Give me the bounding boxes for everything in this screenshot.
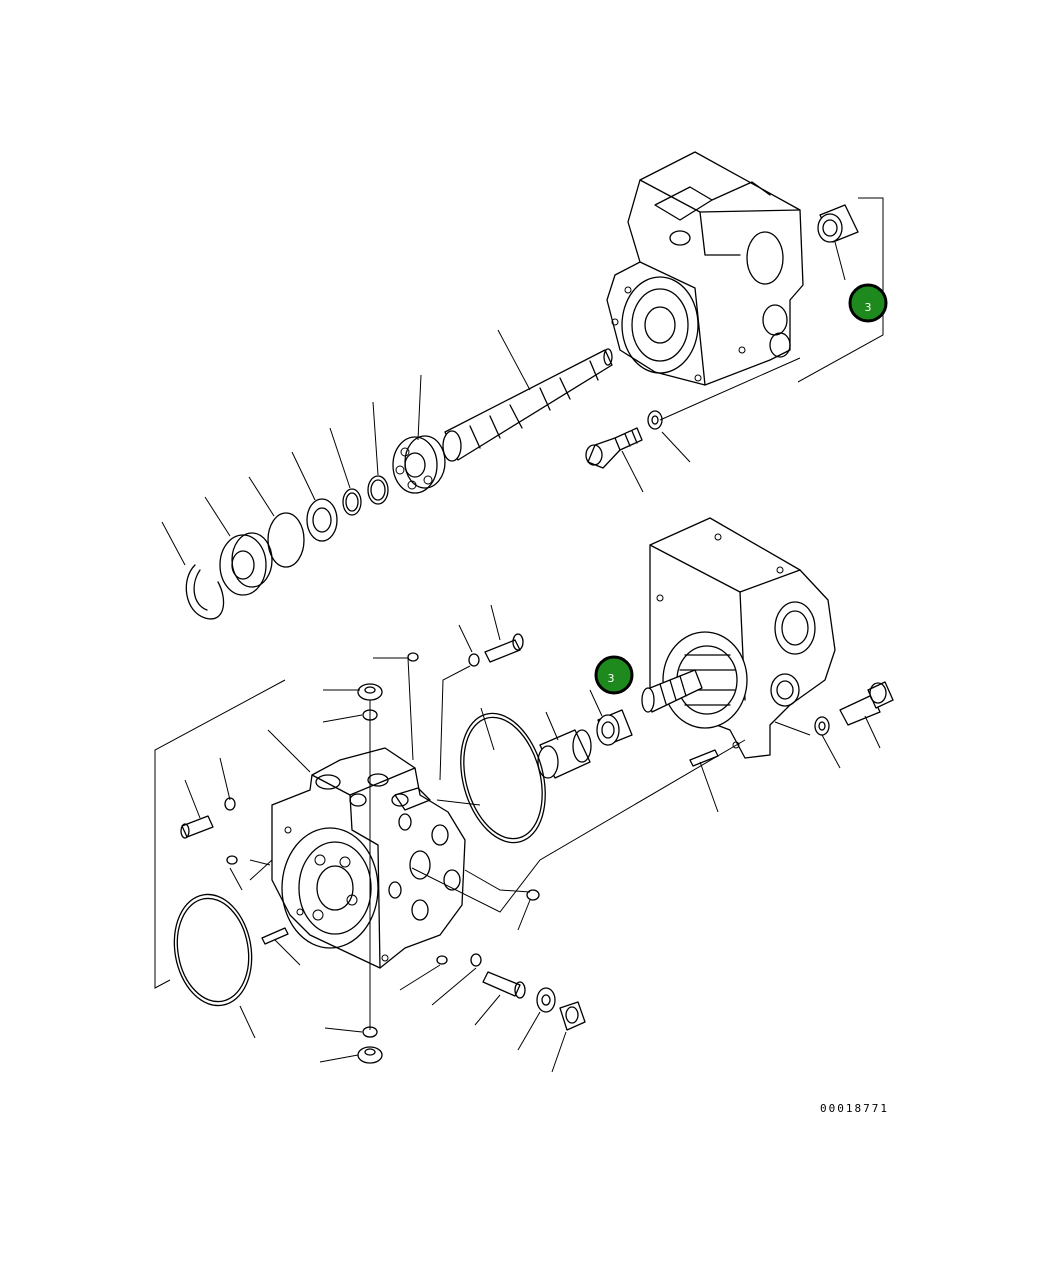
upper-retaining-ring [342,488,362,516]
upper-needle-bearing [817,204,859,243]
drive-shaft [442,348,613,462]
upper-circlip [185,564,225,620]
lower-needle-bearing [596,709,633,746]
lower-left-o-ring [173,893,253,1007]
callout-label: 3 [865,301,872,314]
lower-valve-body [271,747,466,969]
lower-right-washer [814,716,830,736]
roller-bearing [392,435,446,494]
upper-bolt [585,427,643,469]
callout-label: 3 [608,672,615,685]
upper-washer [647,410,663,430]
lower-large-o-ring [460,712,546,844]
lower-right-bolt [839,681,894,726]
upper-o-ring [267,512,305,568]
lower-leader-lines [154,604,881,1073]
lower-sleeve [537,729,592,779]
lower-cylinder-block [641,631,748,729]
lower-pump-housing [649,517,836,759]
figure-number: 00018771 [820,1102,889,1115]
callout-upper-bearing[interactable]: 3 [848,283,888,323]
upper-oil-seal [306,498,338,542]
upper-seal-cover [219,532,273,596]
upper-snap-ring [367,475,389,505]
upper-leader-lines [161,197,884,566]
callout-lower-bearing[interactable]: 3 [594,655,634,695]
upper-pump-housing [606,151,804,386]
